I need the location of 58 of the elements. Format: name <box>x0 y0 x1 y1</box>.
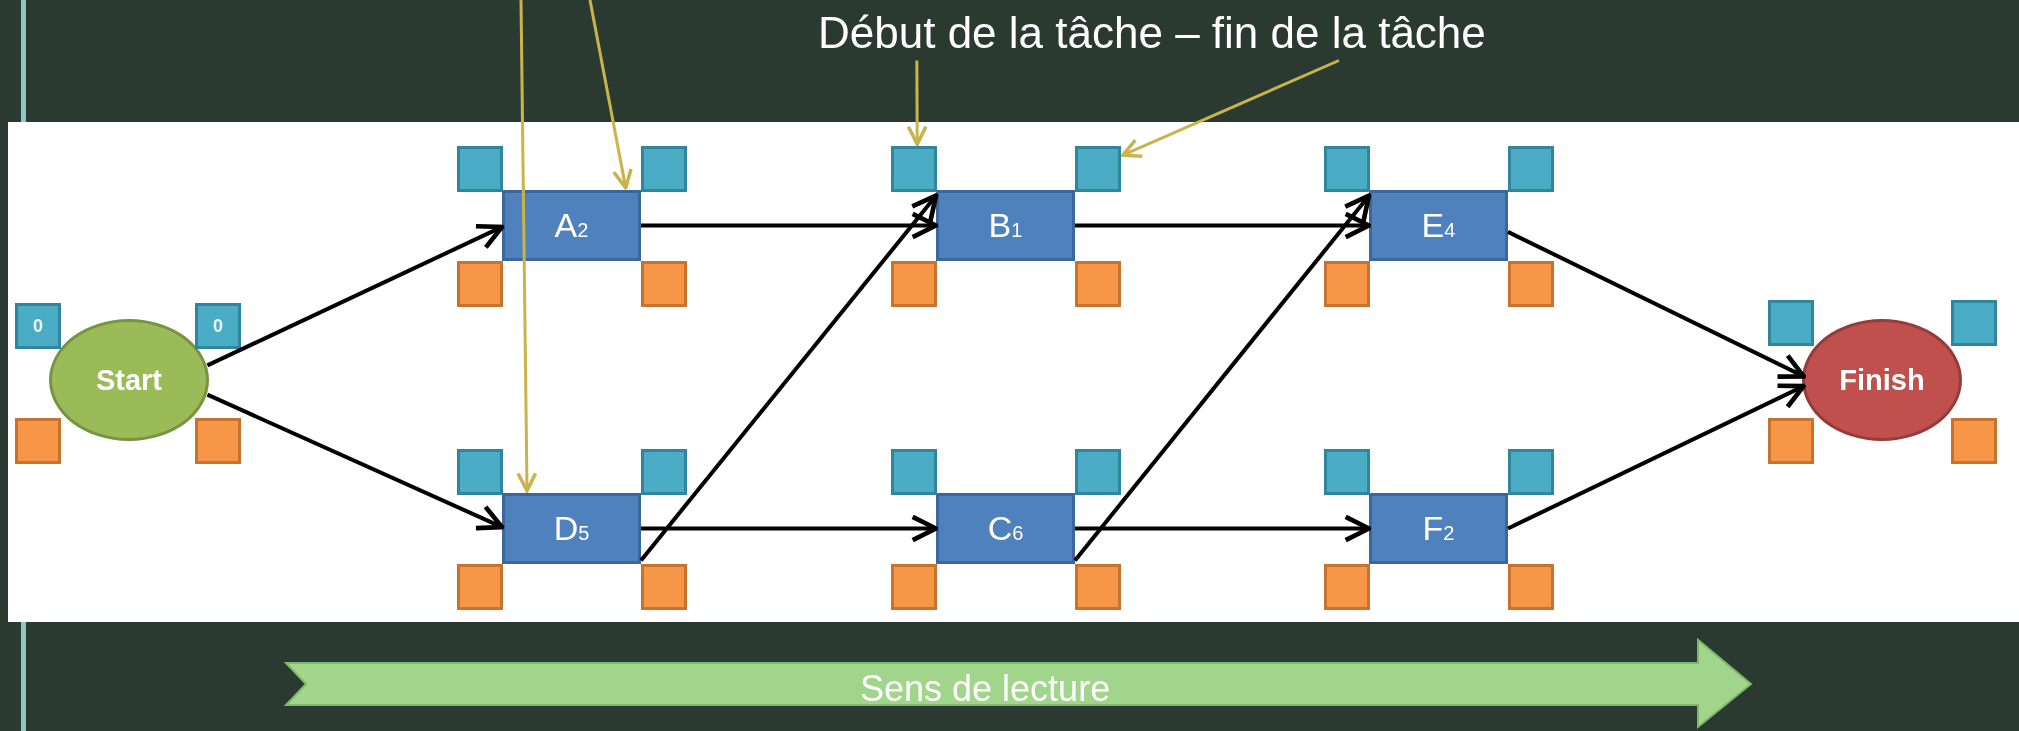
task-box <box>936 190 1075 261</box>
date-box <box>15 303 61 349</box>
date-box <box>1508 564 1554 610</box>
date-box <box>1768 300 1814 346</box>
leader-line <box>1121 59 1340 158</box>
date-box <box>1075 564 1121 610</box>
date-box <box>1508 449 1554 495</box>
date-box <box>457 564 503 610</box>
date-box <box>891 261 937 307</box>
date-box <box>891 146 937 192</box>
arrow-label: Sens de lecture <box>860 668 1111 710</box>
event-label: Start <box>95 363 163 397</box>
date-box <box>457 261 503 307</box>
date-box <box>1508 261 1554 307</box>
arrow <box>641 211 939 240</box>
annotation-text: Début de la tâche – fin de la tâche <box>818 8 1486 58</box>
arrow <box>1073 193 1372 562</box>
leader-line <box>516 0 538 493</box>
arrow <box>1507 383 1806 531</box>
date-box <box>457 449 503 495</box>
date-box <box>1768 418 1814 464</box>
task-box <box>502 190 641 261</box>
date-box <box>1951 418 1997 464</box>
task-box <box>1369 493 1508 564</box>
date-box <box>891 449 937 495</box>
date-box <box>891 564 937 610</box>
date-box <box>641 449 687 495</box>
arrow <box>639 193 939 562</box>
date-box <box>195 303 241 349</box>
arrow <box>206 223 505 368</box>
leader-line <box>588 0 633 190</box>
date-box <box>457 146 503 192</box>
task-box <box>1369 190 1508 261</box>
date-box <box>641 261 687 307</box>
leader-line <box>906 60 928 146</box>
arrow <box>1075 514 1372 543</box>
date-box <box>1324 449 1370 495</box>
arrow <box>1075 211 1372 240</box>
arrow <box>641 514 939 543</box>
date-box <box>1075 261 1121 307</box>
date-box <box>15 418 61 464</box>
date-box <box>1508 146 1554 192</box>
date-box <box>641 146 687 192</box>
date-box <box>195 418 241 464</box>
date-value: 0 <box>213 315 223 337</box>
event-label: Finish <box>1839 363 1925 397</box>
date-box <box>1951 300 1997 346</box>
date-value: 0 <box>33 315 43 337</box>
date-box <box>1324 146 1370 192</box>
task-box <box>502 493 641 564</box>
date-box <box>1075 449 1121 495</box>
date-box <box>1324 564 1370 610</box>
arrow <box>206 392 505 531</box>
task-box <box>936 493 1075 564</box>
arrow <box>1507 230 1806 379</box>
date-box <box>1324 261 1370 307</box>
date-box <box>641 564 687 610</box>
date-box <box>1075 146 1121 192</box>
